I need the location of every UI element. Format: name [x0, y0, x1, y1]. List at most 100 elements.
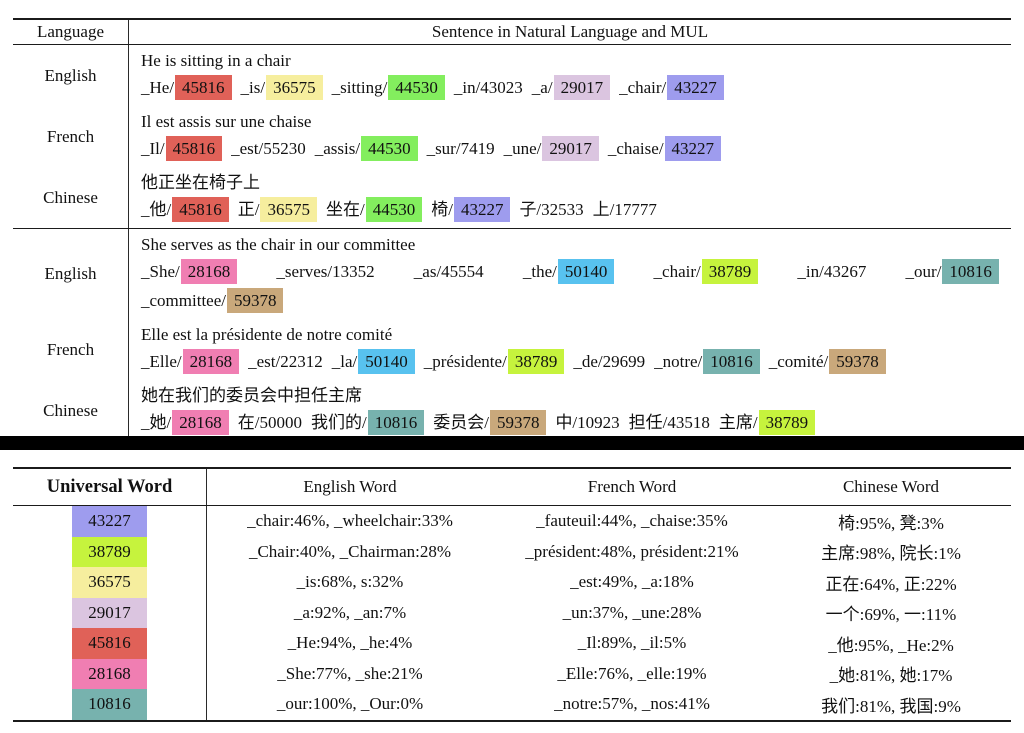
token-line: _Elle/28168_est/22312_la/50140_président… — [141, 347, 999, 376]
french-word-column-header: French Word — [587, 477, 677, 496]
french-word-cell: _est:49%, _a:18% — [570, 572, 694, 592]
universal-word-id-swatch: 36575 — [72, 567, 147, 598]
token-text: 主席/ — [718, 413, 758, 432]
token-id-highlight: 38789 — [507, 349, 565, 374]
token-id-highlight: 38789 — [758, 410, 816, 435]
token-unit: 椅/43227 — [431, 197, 511, 222]
token-text: _Elle/ — [141, 352, 182, 371]
token-unit: _our/10816 — [906, 257, 999, 286]
token-id-highlight: 59378 — [226, 288, 284, 313]
universal-word-id-swatch: 43227 — [72, 506, 147, 537]
token-text: _in/43267 — [797, 262, 867, 281]
universal-word-row: 29017_a:92%, _an:7%_un:37%, _une:28%一个:6… — [13, 597, 1011, 628]
token-id-highlight: 59378 — [829, 349, 886, 374]
token-text: 椅/ — [431, 200, 453, 219]
language-label: Chinese — [43, 187, 98, 207]
token-text: _a/ — [531, 78, 553, 97]
universal-word-row: 28168_She:77%, _she:21%_Elle:76%, _elle:… — [13, 658, 1011, 689]
language-column-header: Language — [36, 22, 105, 41]
chinese-word-column-header: Chinese Word — [842, 477, 940, 496]
token-text: _une/ — [503, 139, 542, 158]
token-text: _in/43023 — [453, 78, 523, 97]
token-id-highlight: 43227 — [664, 136, 722, 161]
token-text: _the/ — [522, 262, 557, 281]
token-id-highlight: 59378 — [489, 410, 547, 435]
token-text: _assis/ — [314, 139, 361, 158]
sentence-row: English She serves as the chair in our co… — [13, 228, 1011, 319]
token-text: _她/ — [141, 413, 172, 432]
universal-word-row: 10816_our:100%, _Our:0%_notre:57%, _nos:… — [13, 689, 1011, 720]
universal-word-cell: 36575 — [13, 567, 206, 598]
token-text: 中/10923 — [555, 413, 620, 432]
token-text: _chair/ — [653, 262, 701, 281]
sentence-cell: Elle est la présidente de notre comité_E… — [128, 319, 1011, 380]
universal-word-table: Universal Word English Word French Word … — [13, 467, 1011, 722]
token-unit: _as/45554 — [414, 257, 484, 286]
token-unit: _a/29017 — [531, 75, 611, 100]
sentence-column-header: Sentence in Natural Language and MUL — [128, 20, 1011, 44]
token-id-highlight: 45816 — [175, 75, 232, 100]
token-unit: 委员会/59378 — [433, 410, 547, 435]
token-text: 担任/43518 — [628, 413, 710, 432]
chinese-word-cell: 一个:69%, 一:11% — [825, 605, 957, 625]
english-word-cell: _a:92%, _an:7% — [206, 597, 493, 628]
token-unit: _la/50140 — [331, 349, 415, 374]
token-id-highlight: 36575 — [260, 197, 317, 222]
sentence-cell: Il est assis sur une chaise_Il/45816_est… — [128, 106, 1011, 167]
french-word-cell: _Il:89%, _il:5% — [577, 633, 687, 653]
token-text: 子/32533 — [519, 200, 584, 219]
universal-word-cell: 10816 — [13, 689, 206, 720]
natural-sentence: 他正坐在椅子上 — [141, 173, 260, 192]
token-text: _notre/ — [654, 352, 703, 371]
token-text: _is/ — [240, 78, 266, 97]
sentence-cell: She serves as the chair in our committee… — [128, 229, 1011, 319]
token-id-highlight: 10816 — [367, 410, 425, 435]
token-id-highlight: 28168 — [182, 349, 240, 374]
token-line: _committee/59378 — [141, 286, 999, 315]
sentence-table-header: Language Sentence in Natural Language an… — [13, 20, 1011, 45]
natural-sentence: He is sitting in a chair — [141, 51, 291, 70]
token-unit: 我们的/10816 — [311, 410, 425, 435]
chinese-word-cell: 正在:64%, 正:22% — [825, 574, 957, 594]
natural-sentence: She serves as the chair in our committee — [141, 235, 416, 254]
token-unit: _sitting/44530 — [331, 75, 445, 100]
universal-word-id-swatch: 38789 — [72, 536, 147, 567]
token-unit: 担任/43518 — [629, 413, 710, 432]
token-unit: _Elle/28168 — [141, 349, 240, 374]
token-text: _la/ — [331, 352, 358, 371]
token-unit: 中/10923 — [555, 413, 619, 432]
universal-word-column-header: Universal Word — [46, 476, 173, 497]
token-text: _sitting/ — [331, 78, 388, 97]
token-unit: _notre/10816 — [654, 349, 760, 374]
token-text: 正/ — [237, 200, 260, 219]
natural-sentence: Il est assis sur une chaise — [141, 112, 312, 131]
language-label: French — [46, 126, 95, 146]
token-unit: _committee/59378 — [141, 288, 284, 313]
token-text: _chair/ — [619, 78, 667, 97]
token-id-highlight: 43227 — [667, 75, 724, 100]
universal-word-table-body: 43227_chair:46%, _wheelchair:33%_fauteui… — [13, 506, 1011, 720]
chinese-word-cell: _她:81%, 她:17% — [829, 666, 953, 686]
chinese-word-cell: 我们:81%, 我国:9% — [821, 696, 961, 716]
token-text: 坐在/ — [325, 200, 365, 219]
sentence-cell: He is sitting in a chair _He/45816 _is/365… — [128, 45, 1011, 106]
token-id-highlight: 45816 — [165, 136, 223, 161]
token-unit: _He/45816 — [141, 75, 232, 100]
token-text: 委员会/ — [433, 413, 489, 432]
universal-word-row: 38789_Chair:40%, _Chairman:28%_président… — [13, 536, 1011, 567]
token-id-highlight: 50140 — [358, 349, 415, 374]
token-unit: _chaise/43227 — [608, 136, 722, 161]
language-label: Chinese — [43, 400, 98, 420]
language-label: English — [44, 264, 97, 283]
token-unit: _is/36575 — [240, 75, 323, 100]
universal-word-id-swatch: 45816 — [72, 628, 147, 659]
token-text: 在/50000 — [237, 413, 302, 432]
token-text: _She/ — [141, 262, 180, 281]
token-id-highlight: 44530 — [388, 75, 445, 100]
universal-word-cell: 45816 — [13, 628, 206, 659]
